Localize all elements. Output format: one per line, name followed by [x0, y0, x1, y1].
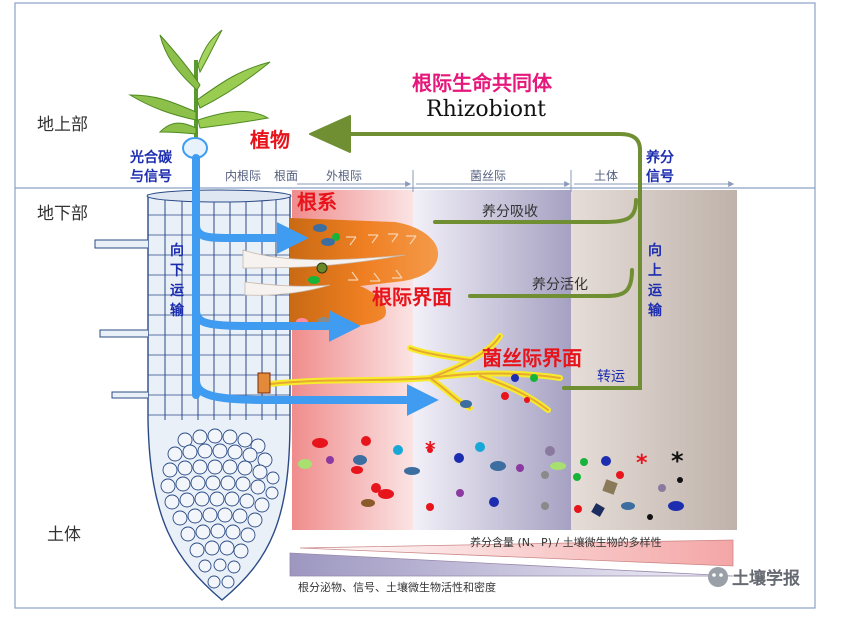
hyphae-network [257, 333, 563, 413]
plant-label: 植物 [250, 128, 290, 152]
up-transport-3: 运 [648, 283, 662, 299]
root-system-orange [242, 218, 439, 327]
microbe-community: * * * [298, 436, 684, 520]
zone-inner-rhizosphere: 内根际 [225, 169, 261, 183]
zone-outer-rhizosphere: 外根际 [326, 169, 362, 183]
title-en: Rhizobiont [426, 97, 546, 122]
down-transport-1: 向 [170, 242, 184, 259]
svg-text:*: * [636, 451, 648, 476]
soil-zone [571, 190, 737, 530]
gradient-exudate-activity-label: 根分泌物、信号、土壤微生物活性和密度 [298, 580, 496, 594]
title-cn: 根际生命共同体 [412, 71, 553, 95]
down-transport-4: 输 [170, 302, 185, 319]
photo-carbon-label-1: 光合碳 [129, 149, 173, 166]
nutrient-uptake-label: 养分吸收 [482, 204, 538, 220]
plant-shoot [128, 29, 271, 159]
up-transport-2: 上 [648, 263, 662, 279]
carbon-flow-arrows [192, 154, 439, 416]
root-label: 根系 [297, 190, 337, 214]
gradient-bars [289, 539, 734, 577]
zone-header-arrows [297, 170, 735, 192]
nutrient-signal-label-2: 信号 [646, 168, 674, 185]
zone-root-surface: 根面 [274, 169, 298, 183]
nutrient-flow-arrows [309, 115, 642, 390]
zone-above-ground: 地上部 [37, 115, 88, 135]
nutrient-activation-label: 养分活化 [532, 277, 588, 293]
photo-carbon-label-2: 与信号 [130, 168, 172, 185]
zone-soil: 土体 [594, 169, 618, 183]
hyphosphere-interface-label: 菌丝际界面 [482, 346, 582, 370]
up-transport-4: 输 [648, 302, 663, 319]
down-transport-2: 下 [170, 263, 184, 279]
down-transport-3: 运 [170, 283, 184, 299]
svg-text:*: * [671, 447, 684, 475]
transfer-label: 转运 [597, 369, 625, 385]
zone-bulk-soil: 土体 [47, 525, 81, 545]
zone-hyphosphere: 菌丝际 [470, 169, 506, 183]
nutrient-signal-label-1: 养分 [645, 149, 674, 166]
watermark: 土壤学报 [708, 567, 800, 589]
gradient-nutrient-diversity-label: 养分含量 (N、P) / 土壤微生物的多样性 [470, 535, 662, 549]
up-transport-1: 向 [648, 242, 662, 259]
rhizosphere-interface-label: 根际界面 [372, 285, 452, 309]
watermark-text: 土壤学报 [732, 568, 800, 589]
svg-text:*: * [425, 437, 436, 461]
zone-below-ground: 地下部 [37, 204, 88, 224]
